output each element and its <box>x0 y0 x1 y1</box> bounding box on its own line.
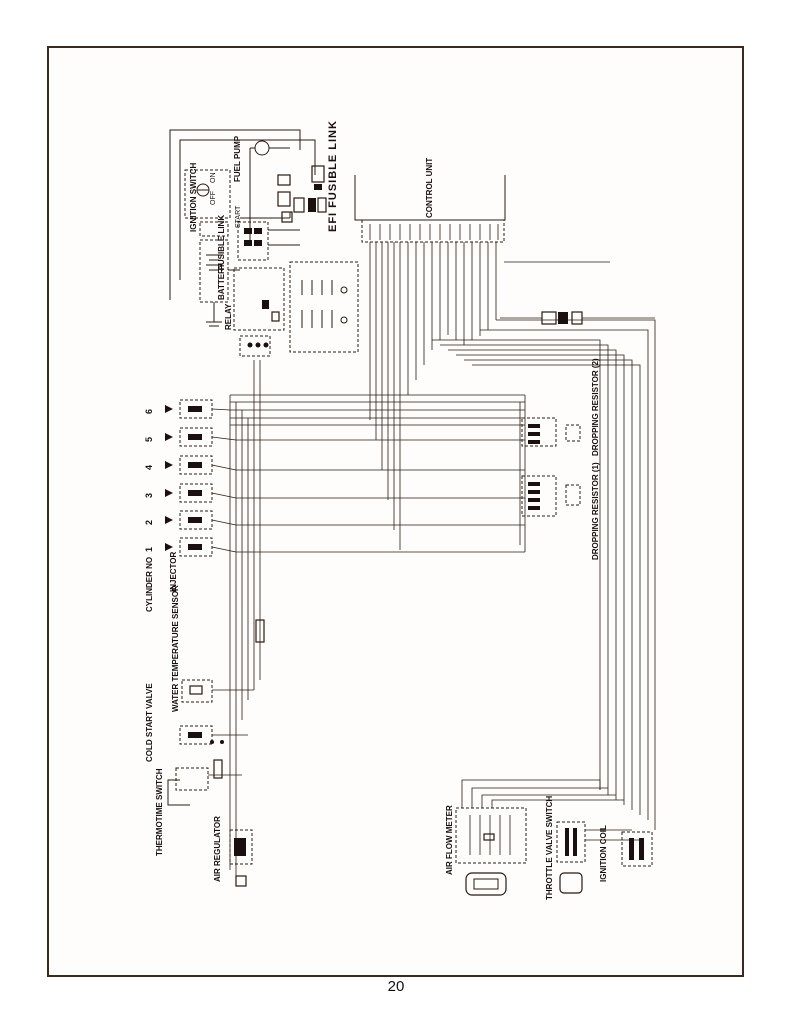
air-flow-meter-connector <box>465 872 507 896</box>
relay-label: RELAY <box>224 303 233 330</box>
ignition-switch-box <box>184 169 231 219</box>
dropping-resistor-2-box <box>521 417 557 447</box>
cold-start-valve-label: COLD START VALVE <box>145 683 154 762</box>
harness-vertical <box>369 242 656 830</box>
air-regulator-label: AIR REGULATOR <box>213 816 222 882</box>
ignition-switch-label: IGNITION SWITCH <box>189 162 198 232</box>
left-sensors <box>167 619 265 887</box>
cylinder-3-label: 3 <box>144 493 154 498</box>
cylinder-1-label: 1 <box>144 547 154 552</box>
throttle-switch-connector <box>559 872 583 894</box>
water-temp-label: WATER TEMPERATURE SENSOR <box>171 585 180 712</box>
ignition-off-label: OFF <box>210 191 217 205</box>
dropping-resistor-1-box <box>521 475 557 517</box>
injector-label: INJECTOR <box>169 551 178 592</box>
air-flow-meter-label: AIR FLOW METER <box>445 805 454 875</box>
thermotime-switch-box <box>175 767 209 791</box>
water-temp-sensor-box <box>181 679 213 703</box>
ignition-coil-label: IGNITION COIL <box>599 825 608 882</box>
cylinder-6-label: 6 <box>144 409 154 414</box>
harness-connector <box>541 311 557 325</box>
cylinder-2-label: 2 <box>144 520 154 525</box>
injectors <box>165 399 237 557</box>
fuel-pump-label: FUEL PUMP <box>233 135 242 182</box>
battery-label: BATTERY <box>217 262 226 300</box>
ignition-on-label: ON <box>210 173 217 184</box>
air-flow-meter-box <box>455 807 527 864</box>
bottom-components <box>455 779 653 896</box>
fusible-link-box <box>199 221 229 237</box>
fusible-link-label: FUSIBLE LINK <box>217 215 226 270</box>
power-section <box>169 129 327 327</box>
relay-block <box>233 261 359 357</box>
air-regulator-box <box>229 829 253 865</box>
page-frame <box>47 46 744 977</box>
efi-fusible-link-label: EFI FUSIBLE LINK <box>327 120 339 232</box>
dropping-resistor-1-label: DROPPING RESISTOR (1) <box>591 462 600 560</box>
dropping-resistor-2-label: DROPPING RESISTOR (2) <box>591 358 600 456</box>
harness-horizontal <box>229 360 581 880</box>
cylinder-4-label: 4 <box>144 465 154 470</box>
control-unit <box>354 175 506 243</box>
cylinder-5-label: 5 <box>144 437 154 442</box>
thermotime-switch-label: THERMOTIME SWITCH <box>155 768 164 856</box>
page-number: 20 <box>387 978 405 995</box>
ignition-start-label: START <box>235 205 242 228</box>
cylinder-no-label: CYLINDER NO <box>145 557 154 612</box>
control-unit-label: CONTROL UNIT <box>425 158 434 218</box>
fuel-pump-icon <box>254 140 270 156</box>
ignition-coil-box <box>621 831 653 867</box>
throttle-switch-box <box>556 821 586 863</box>
throttle-valve-switch-label: THROTTLE VALVE SWITCH <box>545 796 554 900</box>
